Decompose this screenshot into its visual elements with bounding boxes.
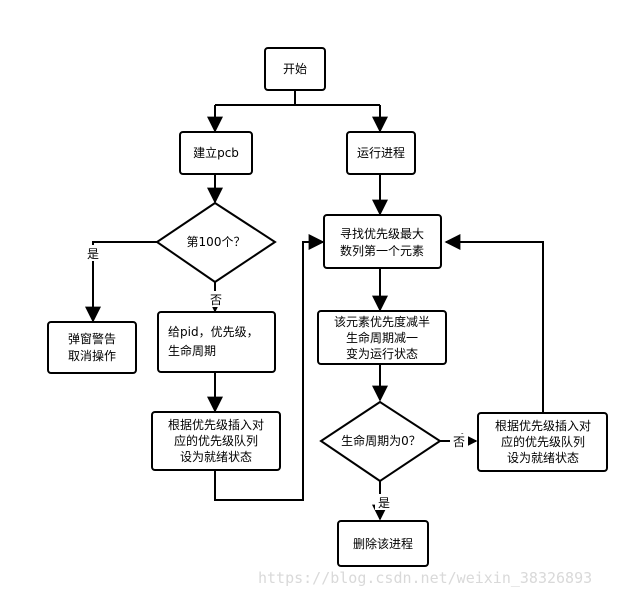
label-create-pcb: 建立pcb [193, 145, 239, 160]
label-check-life: 生命周期为0？ [341, 433, 421, 448]
label-insert-right-2: 应的优先级队列 [501, 434, 585, 449]
label-check-100: 第100个？ [187, 235, 246, 249]
label-delete-process: 删除该进程 [353, 536, 413, 551]
node-decrease [317, 310, 447, 365]
edge-check100-yes [85, 241, 157, 323]
edge-label-no-right: 否 [453, 435, 465, 449]
label-set-pid-2: 生命周期 [168, 343, 216, 358]
node-insert-ready-right [477, 412, 608, 472]
node-check-100 [155, 201, 277, 284]
edge-insert-right-to-find [444, 234, 544, 412]
label-start: 开始 [283, 62, 307, 76]
label-decrease-2: 生命周期减一 [346, 330, 418, 345]
nodes [47, 47, 608, 567]
node-set-pid [157, 311, 276, 373]
node-popup-warning [47, 321, 137, 374]
label-run-process: 运行进程 [357, 145, 405, 160]
label-decrease-1: 该元素优先度减半 [334, 314, 430, 329]
edge-labels: 是 否 否 是 [84, 245, 468, 510]
edge-label-yes-down: 是 [378, 496, 390, 510]
label-decrease-3: 变为运行状态 [346, 346, 418, 361]
node-find-max [323, 214, 442, 269]
node-run-process [346, 131, 416, 175]
edge-label-yes-left: 是 [87, 247, 99, 261]
label-insert-left-3: 设为就绪状态 [180, 450, 252, 464]
edge-label-no-down: 否 [210, 293, 222, 307]
label-find-max-1: 寻找优先级最大 [340, 227, 424, 241]
label-find-max-2: 数列第一个元素 [340, 243, 424, 258]
node-insert-ready-left [151, 411, 281, 471]
label-insert-left-1: 根据优先级插入对 [168, 418, 264, 432]
node-delete-process [337, 520, 429, 567]
label-insert-right-3: 设为就绪状态 [507, 451, 579, 465]
node-start [264, 47, 326, 91]
label-insert-left-2: 应的优先级队列 [174, 433, 258, 448]
label-popup-warning-2: 取消操作 [68, 348, 116, 363]
label-popup-warning-1: 弹窗警告 [68, 331, 116, 346]
watermark: https://blog.csdn.net/weixin_38326893 [258, 569, 592, 587]
label-set-pid-1: 给pid，优先级， [168, 325, 259, 339]
node-check-life [319, 400, 442, 483]
edge-insert-left-to-find [214, 234, 325, 501]
label-insert-right-1: 根据优先级插入对 [495, 419, 591, 433]
node-labels: 开始 建立pcb 运行进程 第100个？ 寻找优先级最大 数列第一个元素 弹窗警… [68, 62, 591, 551]
node-create-pcb [179, 131, 253, 175]
